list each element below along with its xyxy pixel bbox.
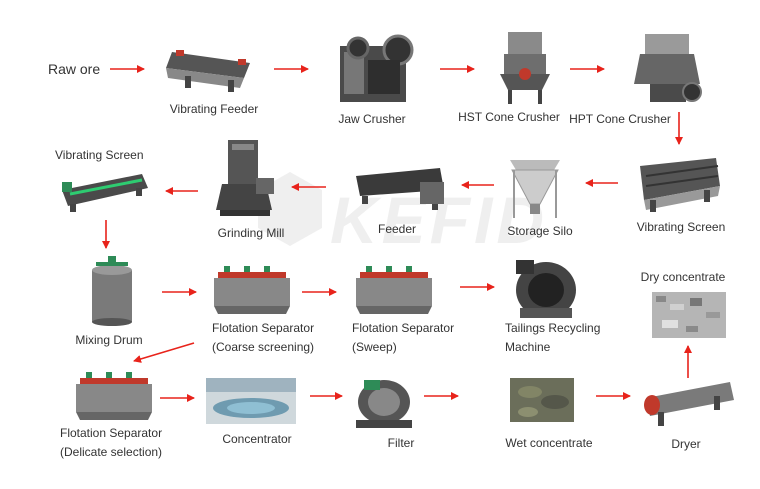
concentrator-label: Concentrator [222, 432, 292, 446]
concentrator-icon [206, 378, 296, 424]
dryer-label: Dryer [671, 437, 701, 451]
spiral-classifier-icon [62, 174, 148, 212]
jaw-crusher-icon [340, 34, 414, 102]
hpt-cone-crusher-label: HPT Cone Crusher [569, 112, 671, 126]
wet-concentrate-icon [510, 378, 574, 422]
flotation-separator-icon [214, 266, 290, 314]
tailings-machine-label: Tailings Recycling [505, 321, 601, 335]
vibrating-feeder-icon [166, 50, 250, 92]
mixing-drum-label: Mixing Drum [75, 333, 143, 347]
grinding-mill-icon [216, 140, 274, 216]
arrow-icon [133, 342, 195, 363]
vibrating-feeder-label: Vibrating Feeder [169, 102, 259, 116]
storage-silo-icon [510, 160, 560, 218]
flotation-separator-icon [76, 372, 152, 420]
hpt-cone-crusher-icon [634, 34, 702, 102]
vibrating-screen-left-label: Vibrating Screen [55, 148, 144, 162]
flotation-separator-icon [356, 266, 432, 314]
flotation-coarse-label: Flotation Separator [212, 321, 315, 335]
vibrating-screen-right-label: Vibrating Screen [636, 220, 726, 234]
dry-concentrate-label: Dry concentrate [640, 270, 726, 284]
feeder-icon [356, 168, 444, 210]
hst-cone-crusher-icon [500, 32, 550, 104]
grinding-mill-label: Grinding Mill [217, 226, 285, 240]
raw-ore-label: Raw ore [48, 61, 101, 77]
jaw-crusher-label: Jaw Crusher [338, 112, 406, 126]
vibrating-screen-icon [640, 158, 720, 212]
flotation-sweep-sublabel: (Sweep) [352, 340, 397, 354]
filter-label: Filter [387, 436, 415, 450]
dry-concentrate-icon [652, 292, 726, 338]
storage-silo-label: Storage Silo [507, 224, 573, 238]
dryer-icon [644, 382, 734, 426]
tailings-machine-icon [516, 260, 576, 318]
filter-icon [356, 380, 412, 428]
flotation-sweep-label: Flotation Separator [352, 321, 455, 335]
hst-cone-crusher-label: HST Cone Crusher [458, 110, 560, 124]
wet-concentrate-label: Wet concentrate [505, 436, 593, 450]
flotation-delicate-label: Flotation Separator [60, 426, 163, 440]
mixing-drum-icon [92, 256, 132, 326]
flotation-coarse-sublabel: (Coarse screening) [212, 340, 315, 354]
tailings-machine-sublabel: Machine [505, 340, 551, 354]
flotation-delicate-sublabel: (Delicate selection) [60, 445, 163, 459]
feeder-label: Feeder [377, 222, 417, 236]
